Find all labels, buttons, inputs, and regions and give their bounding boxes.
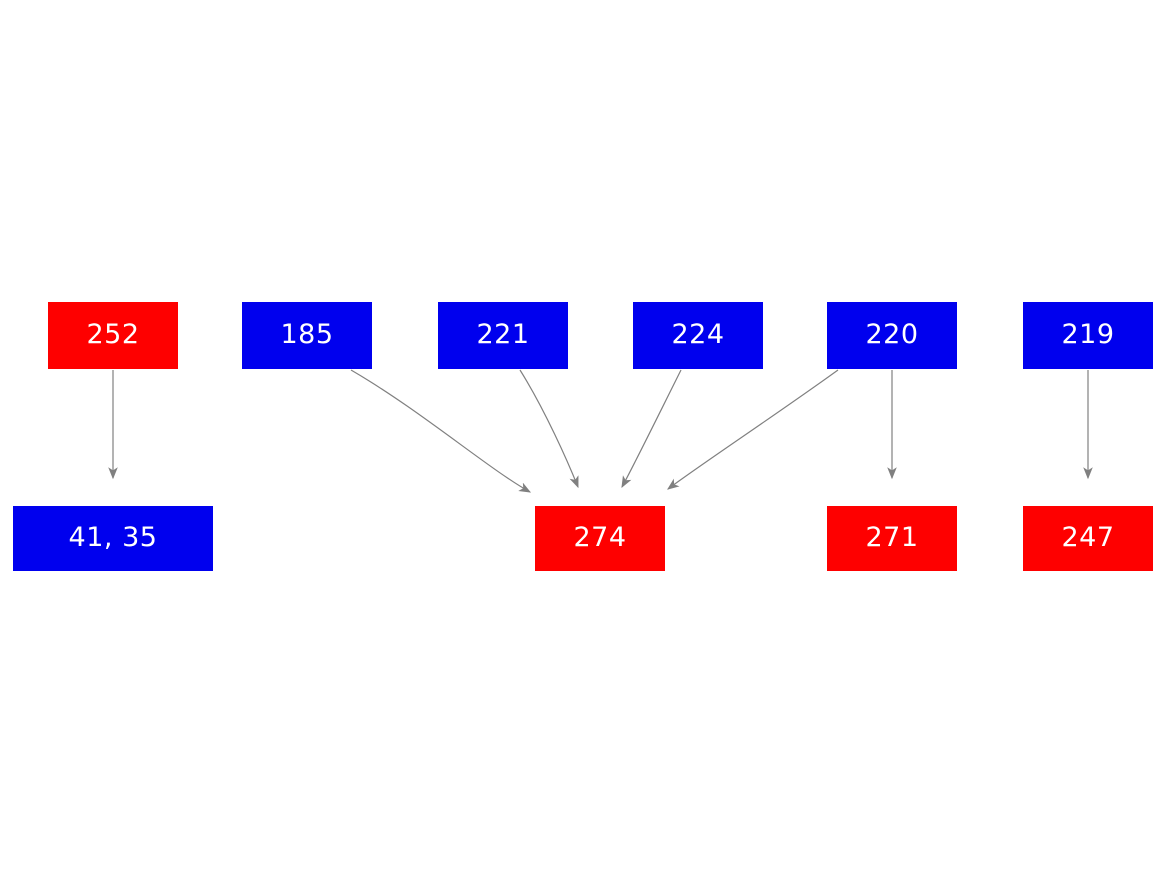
node-n274[interactable]: 274 [535, 506, 665, 571]
node-label: 220 [865, 319, 919, 350]
node-n4135[interactable]: 41, 35 [13, 506, 213, 571]
edges-group [108, 369, 1093, 493]
node-n220[interactable]: 220 [827, 302, 957, 369]
node-n247[interactable]: 247 [1023, 506, 1153, 571]
node-n185[interactable]: 185 [242, 302, 372, 369]
edge-221-to-274 [519, 369, 579, 489]
node-label: 247 [1061, 522, 1115, 553]
node-n252[interactable]: 252 [48, 302, 178, 369]
edge-185-to-274 [350, 369, 532, 493]
node-label: 274 [573, 522, 627, 553]
node-n224[interactable]: 224 [633, 302, 763, 369]
edge-224-to-274 [621, 369, 682, 489]
node-n271[interactable]: 271 [827, 506, 957, 571]
node-label: 185 [280, 319, 334, 350]
edge-220-to-274 [667, 369, 839, 490]
node-label: 224 [671, 319, 725, 350]
node-label: 252 [86, 319, 140, 350]
node-label: 219 [1061, 319, 1115, 350]
node-n219[interactable]: 219 [1023, 302, 1153, 369]
node-n221[interactable]: 221 [438, 302, 568, 369]
node-label: 221 [476, 319, 530, 350]
node-label: 271 [865, 522, 919, 553]
node-label: 41, 35 [68, 522, 158, 553]
